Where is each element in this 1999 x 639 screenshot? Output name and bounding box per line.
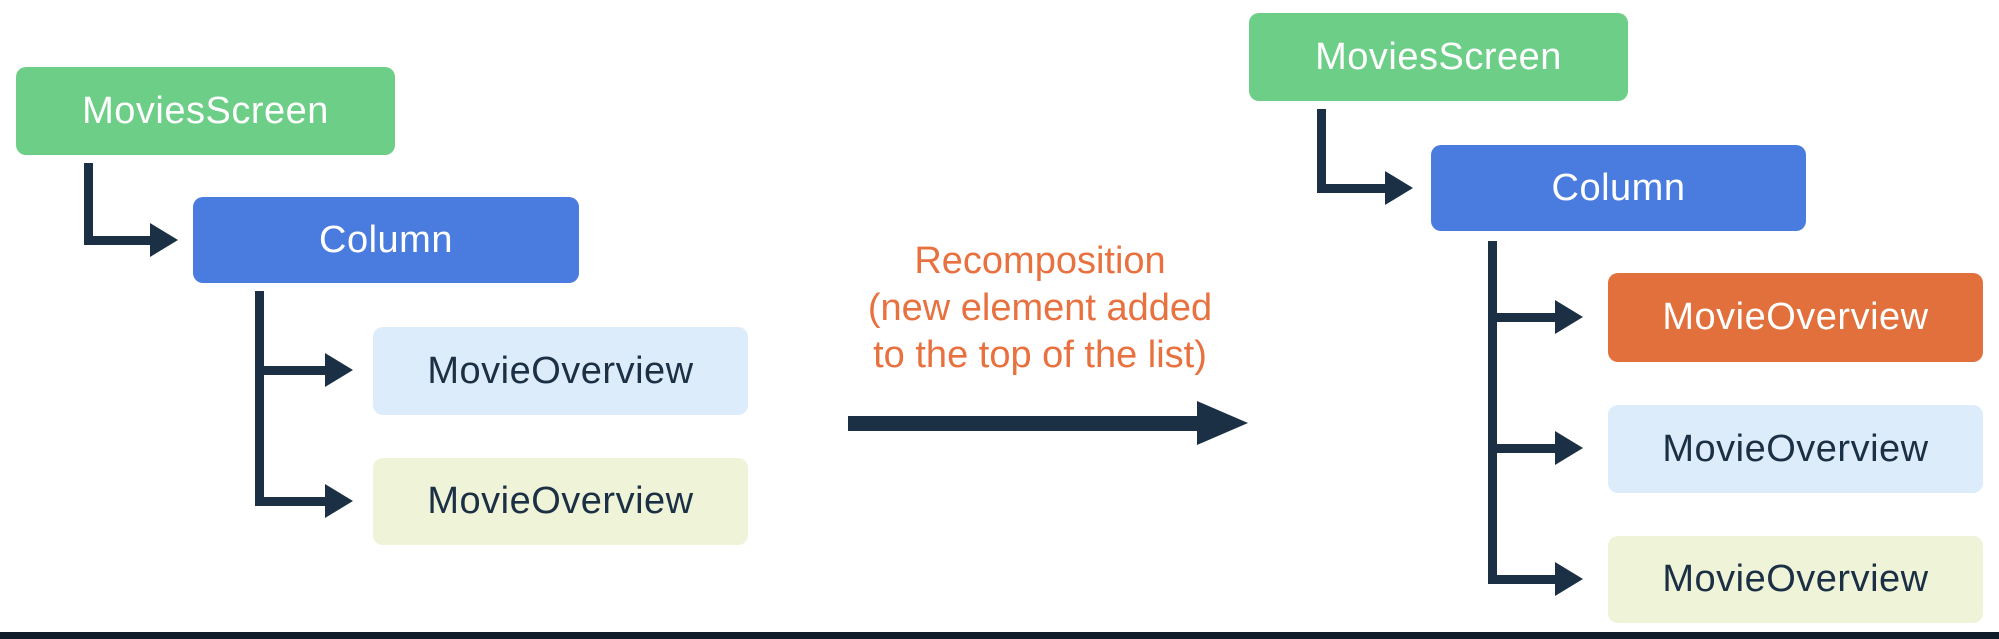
right-root-connector-vertical: [1317, 109, 1326, 193]
left-branch2-horizontal: [255, 497, 325, 506]
left-movieoverview-1-node: MovieOverview: [373, 327, 748, 415]
left-movieoverview-2-node: MovieOverview: [373, 458, 748, 545]
right-branch1-arrowhead-icon: [1555, 300, 1583, 334]
right-movieoverview-2-node: MovieOverview: [1608, 405, 1983, 493]
right-branch1-horizontal: [1488, 313, 1555, 322]
right-movieoverview-3-node: MovieOverview: [1608, 536, 1983, 623]
left-moviesscreen-node: MoviesScreen: [16, 67, 395, 155]
bottom-border-bar: [0, 632, 1999, 639]
right-column-connector-vertical: [1488, 241, 1497, 584]
left-branch2-arrowhead-icon: [325, 484, 353, 518]
left-moviesscreen-label: MoviesScreen: [82, 89, 329, 132]
right-branch2-arrowhead-icon: [1555, 431, 1583, 465]
left-root-connector-horizontal: [84, 236, 150, 245]
left-movieoverview-2-label: MovieOverview: [427, 480, 694, 522]
recomposition-annotation: Recomposition (new element added to the …: [820, 238, 1260, 379]
right-root-connector-horizontal: [1317, 184, 1385, 193]
left-column-connector-vertical: [255, 291, 264, 506]
right-branch3-arrowhead-icon: [1555, 562, 1583, 596]
right-movieoverview-new-label: MovieOverview: [1662, 296, 1929, 338]
right-movieoverview-new-node: MovieOverview: [1608, 273, 1983, 362]
recomposition-arrow-shaft: [848, 416, 1197, 431]
right-movieoverview-2-label: MovieOverview: [1662, 427, 1929, 470]
annotation-line-1: Recomposition: [914, 240, 1166, 282]
right-column-label: Column: [1551, 166, 1686, 209]
annotation-line-3: to the top of the list): [873, 334, 1207, 376]
right-movieoverview-3-label: MovieOverview: [1662, 558, 1929, 600]
annotation-line-2: (new element added: [867, 287, 1213, 329]
right-moviesscreen-label: MoviesScreen: [1315, 35, 1562, 78]
left-branch1-horizontal: [255, 366, 325, 375]
right-branch3-horizontal: [1488, 575, 1555, 584]
recomposition-arrowhead-icon: [1197, 401, 1248, 445]
right-column-node: Column: [1431, 145, 1806, 231]
right-branch2-horizontal: [1488, 444, 1555, 453]
left-root-arrowhead-icon: [150, 223, 178, 257]
right-moviesscreen-node: MoviesScreen: [1249, 13, 1628, 101]
left-branch1-arrowhead-icon: [325, 353, 353, 387]
left-column-node: Column: [193, 197, 579, 283]
left-column-label: Column: [319, 218, 453, 261]
left-root-connector-vertical: [84, 163, 93, 245]
left-movieoverview-1-label: MovieOverview: [427, 349, 694, 392]
right-root-arrowhead-icon: [1385, 171, 1413, 205]
